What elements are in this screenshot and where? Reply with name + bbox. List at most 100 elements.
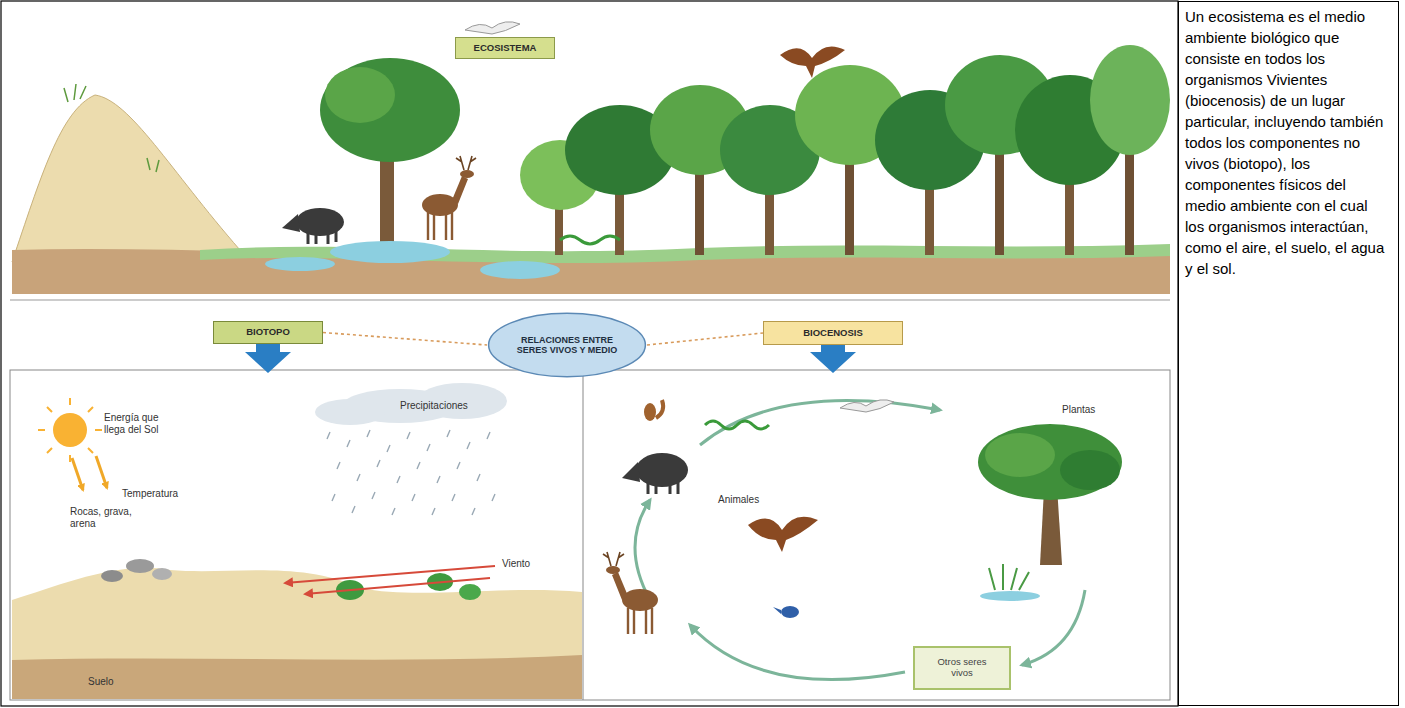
deer — [456, 156, 476, 170]
squirrel — [644, 403, 656, 421]
biocenosis-scene — [690, 625, 905, 680]
scene-label: Animales — [718, 494, 759, 506]
biotope-scene — [327, 430, 495, 515]
biocenosis-label: BIOCENOSIS — [763, 321, 903, 345]
biocenosis-scene — [1022, 590, 1085, 665]
boar — [648, 482, 678, 494]
eagle — [748, 517, 818, 552]
squirrel — [656, 400, 663, 418]
dotted-connector — [323, 333, 487, 346]
deer — [422, 156, 476, 240]
biocenosis-scene — [1060, 450, 1120, 490]
small-bird — [773, 607, 781, 614]
deer — [628, 608, 652, 634]
biocenosis-scene — [978, 424, 1122, 500]
scene-label: Precipitaciones — [400, 400, 468, 412]
biotope-scene — [38, 398, 102, 462]
panel-lines — [10, 300, 1170, 301]
biotope-scene — [315, 399, 385, 425]
small-bird — [773, 606, 799, 618]
biotope-scene — [96, 456, 107, 488]
biotope-scene — [12, 383, 582, 699]
snake — [705, 421, 769, 429]
water — [330, 241, 450, 263]
forest — [520, 45, 1170, 255]
biocenosis-scene — [603, 400, 1122, 680]
forest — [1090, 45, 1170, 155]
biotope-scene — [305, 578, 490, 594]
node-text: Un ecosistema es el medio ambiente bioló… — [1185, 6, 1390, 279]
snake — [560, 236, 620, 244]
scene-label: Suelo — [88, 676, 114, 688]
biotope-scene — [53, 413, 87, 447]
deer — [603, 552, 624, 566]
boar — [282, 214, 300, 232]
scene-label: Temperatura — [122, 488, 178, 500]
table-frame — [1, 1, 1178, 706]
boar — [282, 208, 344, 244]
biotope-scene — [12, 655, 582, 699]
deer — [622, 589, 658, 611]
panel-lines — [583, 370, 584, 700]
deer — [428, 212, 452, 240]
ecosystem-label: ECOSISTEMA — [455, 37, 555, 59]
snake — [560, 236, 620, 244]
biocenosis-scene — [635, 500, 650, 600]
node-text: BIOTOPO — [246, 327, 290, 338]
deer — [460, 170, 474, 178]
deer — [603, 552, 658, 634]
white-bird — [465, 22, 520, 34]
water — [480, 261, 560, 279]
biocenosis-scene — [980, 591, 1040, 601]
biocenosis-scene — [985, 433, 1055, 477]
node-text: Otros seres vivos — [926, 657, 998, 679]
biotope-scene — [459, 584, 481, 600]
biocenosis-scene — [989, 564, 1029, 590]
small-bird — [781, 606, 799, 618]
scene-label: Energía que llega del Sol — [104, 412, 176, 435]
landscape-scene — [12, 95, 240, 262]
biocenosis-scene — [700, 401, 940, 445]
definition-cell: Un ecosistema es el medio ambiente bioló… — [1178, 1, 1399, 706]
boar — [622, 453, 688, 494]
squirrel — [644, 400, 663, 421]
water — [265, 241, 560, 279]
boar — [636, 453, 688, 487]
boar — [308, 230, 336, 244]
node-text: RELACIONES ENTRE SERES VIVOS Y MEDIO — [512, 335, 622, 356]
landscape-scene — [64, 84, 159, 172]
biotope-label: BIOTOPO — [213, 321, 323, 344]
snake — [705, 421, 769, 429]
water — [265, 257, 335, 271]
relations-ellipse: RELACIONES ENTRE SERES VIVOS Y MEDIO — [487, 312, 647, 378]
scene-label: Viento — [502, 558, 530, 570]
biotope-scene — [101, 570, 123, 582]
white-bird — [840, 400, 894, 412]
panel-lines — [10, 300, 1170, 700]
white-bird — [465, 22, 520, 34]
other-beings-box: Otros seres vivos — [913, 646, 1011, 690]
deer — [452, 176, 468, 204]
scene-label: Plantas — [1062, 404, 1095, 416]
scene-label: Rocas, grava, arena — [70, 506, 136, 529]
biotope-scene — [72, 458, 83, 490]
node-text: BIOCENOSIS — [803, 328, 863, 339]
dotted-connector — [647, 333, 763, 345]
tree — [320, 58, 460, 162]
deer — [612, 572, 628, 600]
biotope-scene — [12, 568, 582, 699]
table-frame — [1, 1, 1178, 706]
deer — [606, 566, 620, 574]
eagle — [780, 46, 845, 78]
biotope-scene — [152, 568, 172, 580]
boar — [622, 462, 640, 482]
landscape-scene — [12, 22, 1170, 294]
node-text: ECOSISTEMA — [474, 43, 537, 54]
ellipse-outline — [489, 313, 646, 376]
eagle — [780, 46, 845, 78]
panel-lines — [10, 370, 1170, 700]
eagle — [748, 517, 818, 552]
biotope-scene — [126, 559, 154, 573]
tree — [325, 67, 395, 123]
